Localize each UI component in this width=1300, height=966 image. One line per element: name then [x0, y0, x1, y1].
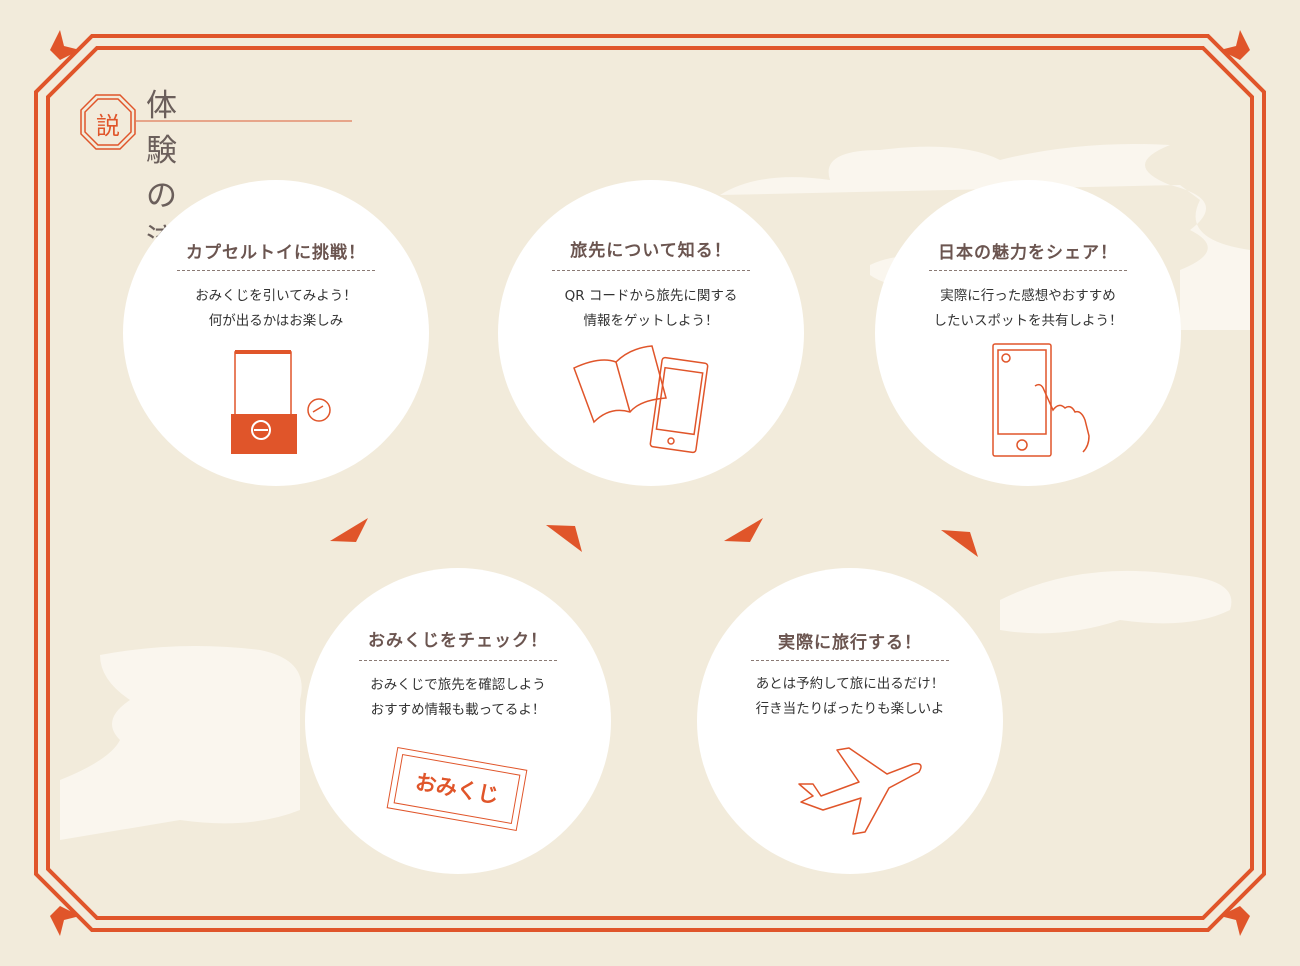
divider	[359, 660, 557, 661]
corner-star-icon	[50, 30, 1250, 936]
step-share-japan: 日本の魅力をシェア！ 実際に行った感想やおすすめしたいスポットを共有しよう！	[875, 180, 1181, 486]
arrow-icon	[941, 530, 978, 557]
badge-octagon	[80, 94, 136, 150]
header-badge: 説	[96, 112, 120, 140]
step-desc: おみくじを引いてみよう！	[195, 288, 357, 304]
step-title: おみくじをチェック！	[368, 631, 548, 651]
step-desc: 行き当たりばったりも楽しいよ	[755, 701, 945, 717]
step-desc: 実際に行った感想やおすすめ	[940, 288, 1116, 304]
step-check-omikuji: おみくじをチェック！ おみくじで旅先を確認しようおすすめ情報も載ってるよ！ おみ…	[305, 568, 611, 874]
arrow-icon	[546, 525, 582, 552]
step-capsule-toy: カプセルトイに挑戦！ おみくじを引いてみよう！ 何が出るかはお楽しみ	[123, 180, 429, 486]
divider	[552, 270, 750, 271]
arrow-icon	[330, 518, 368, 542]
step-travel: 実際に旅行する！ あとは予約して旅に出るだけ！ 行き当たりばったりも楽しいよ	[697, 568, 1003, 874]
step-desc: したいスポットを共有しよう！	[933, 313, 1123, 329]
divider	[929, 270, 1127, 271]
guidebook-phone-icon	[573, 345, 709, 454]
step-learn-destination: 旅先について知る！ QR コードから旅先に関する情報をゲットしよう！	[498, 180, 804, 486]
arrow-icon	[724, 518, 763, 542]
step-title: 旅先について知る！	[570, 241, 732, 261]
step-desc: あとは予約して旅に出るだけ！	[755, 676, 945, 692]
airplane-icon	[798, 747, 922, 835]
smartphone-tap-icon	[992, 343, 1090, 457]
step-title: 実際に旅行する！	[778, 633, 922, 653]
capsule-toy-machine-icon	[231, 350, 331, 454]
title-underline	[136, 120, 352, 122]
divider	[177, 270, 375, 271]
step-desc: QR コードから旅先に関する	[564, 288, 738, 304]
step-desc: 情報をゲットしよう！	[583, 313, 719, 329]
step-desc: おみくじで旅先を確認しよう	[370, 677, 546, 693]
step-desc: おすすめ情報も載ってるよ！	[370, 702, 546, 718]
step-desc: 何が出るかはお楽しみ	[208, 313, 344, 329]
step-title: 日本の魅力をシェア！	[938, 243, 1118, 263]
step-title: カプセルトイに挑戦！	[186, 243, 366, 263]
divider	[751, 660, 949, 661]
